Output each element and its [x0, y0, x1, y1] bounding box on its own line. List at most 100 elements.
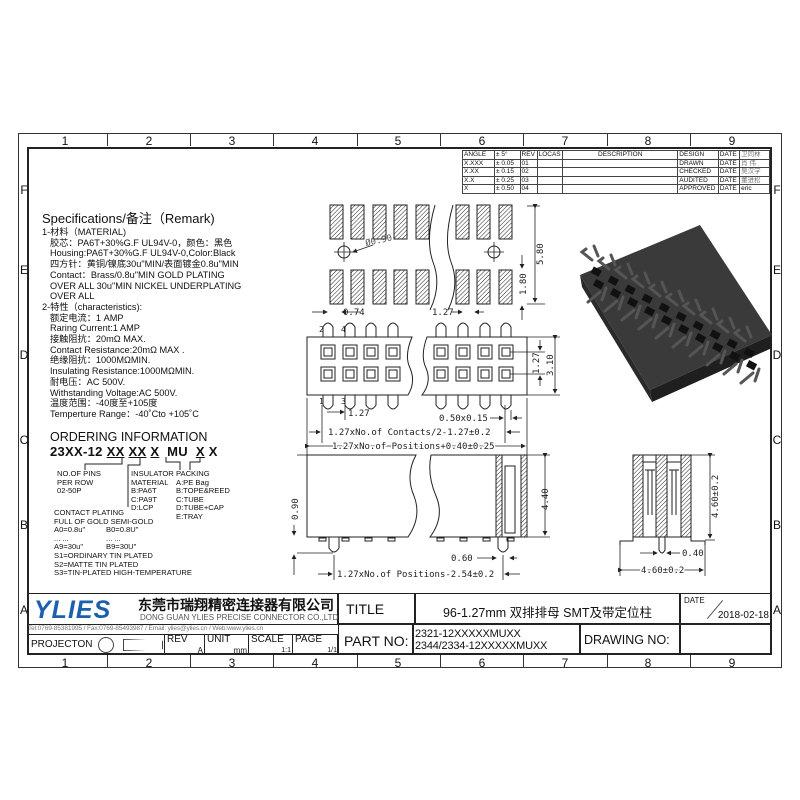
plating-line: FULL OF GOLD SEMI-GOLD — [54, 516, 154, 526]
spec-lines: 1-材料（MATERIAL)胶芯：PA6T+30%G.F UL94V-0，颜色：… — [42, 227, 241, 420]
spec-line: Insulating Resistance:1000MΩMIN. — [50, 366, 195, 377]
spec-line: OVER ALL — [50, 291, 95, 302]
end-view-labels: 4.60±0.2 0.40 4.60±0.2 — [640, 475, 722, 578]
contact-opening — [677, 324, 690, 335]
zone-tick — [607, 655, 608, 668]
pin-tab — [365, 395, 377, 410]
pins-line: NO.OF PINS — [57, 469, 101, 478]
scale-value: 1:1 — [281, 647, 291, 654]
zone-row-label: F — [773, 183, 781, 197]
zone-column-label: 9 — [728, 134, 736, 148]
plating-full: A0=0.8u" — [54, 525, 86, 535]
rev-value: A — [197, 646, 203, 655]
contact-opening — [626, 297, 639, 308]
spec-line: 绝缘阻抗：1000MΩMIN. — [50, 355, 151, 366]
spec-line: Contact：Brass/0.8u"MIN GOLD PLATING — [50, 269, 225, 280]
ordering-title: ORDERING INFORMATION — [50, 430, 208, 444]
spec-line: OVER ALL 30u"MIN NICKEL UNDERPLATING — [50, 280, 242, 291]
zone-column-label: 5 — [394, 656, 402, 670]
pin-tab — [322, 322, 334, 337]
contact-pin — [613, 262, 642, 322]
contact-opening — [607, 275, 619, 286]
pin-tab — [457, 322, 469, 337]
top-view-dimensions — [305, 335, 560, 455]
zone-column-label: 4 — [311, 656, 319, 670]
top-view — [306, 322, 528, 410]
contact-cavity — [477, 344, 493, 360]
contact-cavity — [455, 366, 471, 382]
contact-cavity — [477, 366, 493, 382]
top-view-labels: 3.10 1.27 1.27 0.50x0.15 1.27xNo.of Cont… — [319, 325, 556, 454]
zone-row-label: C — [19, 433, 29, 447]
spec-line: 四方针：黄铜/镍底30u"MIN/表面镀金0.8u"MIN — [50, 259, 239, 270]
contact-pin — [732, 325, 761, 385]
contact-opening — [692, 320, 704, 331]
code-packing: X — [195, 444, 205, 459]
contact-cavity-inner — [388, 369, 398, 379]
contact-cavity-inner — [345, 369, 355, 379]
spec-line: 耐电压：AC 500V. — [50, 376, 126, 387]
packing-info: PACKING A:PE Bag B:TOPE&REED C:TUBE D:TU… — [176, 469, 230, 522]
contact-opening — [609, 288, 622, 299]
contact-opening — [592, 279, 605, 290]
pcb-footprint-view — [329, 204, 513, 311]
drawing-no-value — [680, 624, 772, 655]
end-view-dimensions — [618, 453, 715, 576]
insulator-info: INSULATOR MATERIAL B:PA6T C:PA9T D:LCP — [131, 469, 174, 513]
pin-tab — [500, 322, 512, 337]
contact-opening — [675, 311, 687, 322]
zone-column-label: 8 — [644, 656, 652, 670]
contact-opening — [743, 347, 755, 358]
contact-cavity-inner — [458, 347, 468, 357]
contact-cavity-inner — [436, 369, 446, 379]
zone-row-label: A — [772, 603, 781, 617]
spec-line: Temperture Range：-40˚Cto +105˚C — [50, 408, 199, 419]
body-height-dim: 4.40 — [541, 488, 551, 510]
code-mu: MU — [159, 444, 196, 459]
projection-label: PROJECTON — [31, 639, 93, 650]
packing-line: C:TUBE — [176, 494, 204, 504]
solder-pad — [476, 204, 491, 240]
pins-line: PER ROW — [57, 477, 94, 487]
solder-pad — [350, 269, 365, 305]
logo-block: YLIES 东莞市瑞翔精密连接器有限公司 DONG GUAN YLIES PRE… — [27, 593, 338, 625]
packing-line: E:TRAY — [176, 511, 203, 521]
rev-label: REV — [167, 634, 188, 645]
zone-tick — [690, 655, 691, 668]
end-post-dim: 0.40 — [682, 549, 704, 559]
contact-cavity-inner — [480, 347, 490, 357]
insulator-line: INSULATOR — [131, 469, 174, 478]
contact-opening — [590, 266, 602, 277]
contact-opening — [711, 342, 724, 353]
spec-line: 1-材料（MATERIAL) — [42, 227, 127, 237]
housing-left — [306, 336, 414, 396]
break-line — [429, 204, 456, 311]
side-view-labels: 0.90 4.40 0.60 1.27xNo.of Positions-2.54… — [291, 488, 551, 580]
zone-row-label: C — [772, 433, 782, 447]
pad-height-dim: 1.80 — [519, 273, 529, 295]
post-height-dim: 0.90 — [291, 498, 301, 520]
contact-pin — [664, 289, 693, 349]
contact-cavity-inner — [366, 369, 376, 379]
ordering-information: ORDERING INFORMATION 23XX-12 XX XX X MU … — [50, 430, 218, 459]
contact-cavity — [433, 366, 449, 382]
pins-line: 02-50P — [57, 486, 82, 496]
code-plating: XX — [128, 444, 147, 459]
specifications: Specifications/备注（Remark) 1-材料（MATERIAL)… — [42, 211, 241, 420]
contact-cavity-inner — [323, 369, 333, 379]
company-logo: YLIES — [34, 596, 112, 624]
pin-tab — [365, 322, 377, 337]
signer: eric — [739, 184, 770, 194]
date-label: DATE — [684, 596, 705, 605]
plating-info: CONTACT PLATING FULL OF GOLD SEMI-GOLD A… — [54, 508, 192, 578]
insulator-line: D:LCP — [131, 503, 154, 513]
body-length-dim: 1.27xNo.of Positions+0.40±0.25 — [332, 442, 495, 452]
part-number: 2321-12XXXXXMUXX — [415, 628, 521, 640]
zone-column-label: 3 — [228, 134, 236, 148]
part-number: 2344/2334-12XXXXXMUXX — [415, 640, 548, 652]
pin-tab — [500, 395, 512, 410]
plating-line: S2=MATTE TIN PLATED — [54, 559, 139, 569]
contact-opening — [728, 351, 741, 362]
side-view — [306, 454, 528, 553]
spec-line: 温度范围：-40度至+105度 — [50, 398, 158, 409]
